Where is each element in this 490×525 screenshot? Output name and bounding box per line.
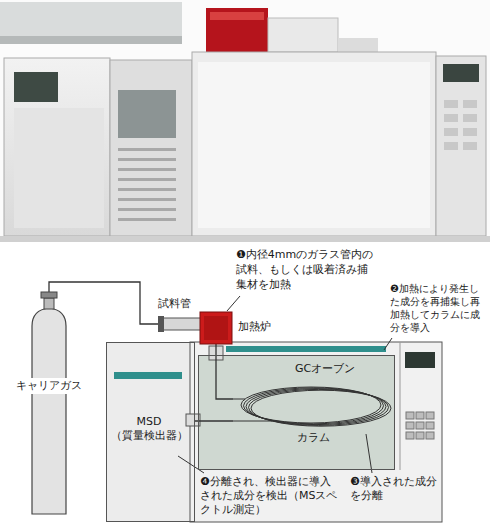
cylinder-body [32, 308, 66, 514]
leader-line [384, 338, 392, 350]
furnace-body [200, 312, 232, 344]
gc-door-photo [198, 62, 430, 228]
callout-note: ❶内径4mmのガラス管内の試料、もしくは吸着済み捕集材を加熱 [236, 247, 378, 292]
key-photo [444, 100, 458, 108]
node-label: カラム [233, 431, 393, 445]
vent [118, 148, 176, 151]
gc-display-photo [443, 64, 479, 82]
column-lead [233, 421, 272, 422]
leader-line [178, 456, 204, 473]
key-photo [463, 128, 477, 136]
middle-unit-photo [110, 60, 192, 236]
gas-cylinder-shape [14, 292, 84, 517]
vent [118, 218, 176, 221]
trap-bar [226, 346, 386, 352]
display-photo [14, 72, 58, 102]
key [426, 422, 434, 429]
msd-housing [106, 342, 190, 522]
gas-cylinder: キャリアガス [14, 292, 84, 517]
tube-cap [158, 316, 164, 332]
key-photo [444, 128, 458, 136]
gc-housing [190, 342, 442, 522]
pyrolyzer-top [210, 12, 264, 20]
callout-note: ❷加熱により発生した成分を再捕集し再加熱してカラムに成分を導入 [390, 282, 486, 334]
shelf [0, 2, 182, 38]
controller-box [268, 18, 338, 52]
node-label: キャリアガス [14, 378, 84, 394]
vent [118, 168, 176, 171]
photo-ground [0, 0, 490, 242]
gc-panel-photo [436, 56, 486, 236]
callout-note: ❹分離され、検出器に導入された成分を検出（MSスペクトル測定） [200, 475, 340, 517]
vent [118, 178, 176, 181]
key [416, 422, 424, 429]
key-photo [463, 114, 477, 122]
bench [0, 236, 490, 242]
msd-stripe [114, 372, 182, 379]
panel-divider [400, 342, 401, 470]
shelf-edge [0, 36, 182, 44]
node-label: 試料管 [158, 297, 191, 311]
leader-line [227, 296, 240, 311]
heating-furnace: 加熱炉 [200, 312, 280, 344]
key [406, 422, 414, 429]
leader-line [366, 434, 372, 473]
pyrolyzer-box [206, 8, 268, 52]
ms-unit-photo [4, 58, 110, 236]
gc-photo [192, 52, 436, 236]
msd-unit: MSD （質量検出器） [106, 342, 195, 522]
window-photo [118, 90, 176, 138]
key [416, 432, 424, 439]
node-label: MSD （質量検出器） [107, 415, 191, 444]
key [406, 412, 414, 419]
small-box [338, 38, 378, 52]
cylinder-neck [44, 298, 54, 309]
column: カラム [233, 385, 393, 447]
gc-oven: カラム GCオーブン [198, 355, 395, 470]
vent [118, 208, 176, 211]
heating-furnace-shape [200, 312, 232, 344]
key [406, 432, 414, 439]
callout-note: ❸導入された成分を分離 [350, 475, 438, 503]
furnace-core [204, 316, 228, 340]
key-photo [444, 142, 458, 150]
pipe-line [216, 344, 233, 399]
vent [118, 158, 176, 161]
pipe-line [49, 282, 158, 324]
key [426, 432, 434, 439]
sample-tube: 試料管 [158, 297, 202, 337]
gc-display [405, 352, 435, 368]
vent [118, 188, 176, 191]
key-photo [463, 142, 477, 150]
key [416, 412, 424, 419]
key-photo [444, 114, 458, 122]
cylinder-valve [41, 292, 57, 298]
column-lead [233, 399, 245, 400]
pipe-line [195, 420, 233, 421]
node-label: GCオーブン [295, 362, 391, 376]
key [426, 412, 434, 419]
key-photo [463, 100, 477, 108]
panel-photo [14, 108, 104, 228]
vent [118, 198, 176, 201]
oven-window [198, 355, 395, 470]
node-label: 加熱炉 [238, 320, 271, 334]
